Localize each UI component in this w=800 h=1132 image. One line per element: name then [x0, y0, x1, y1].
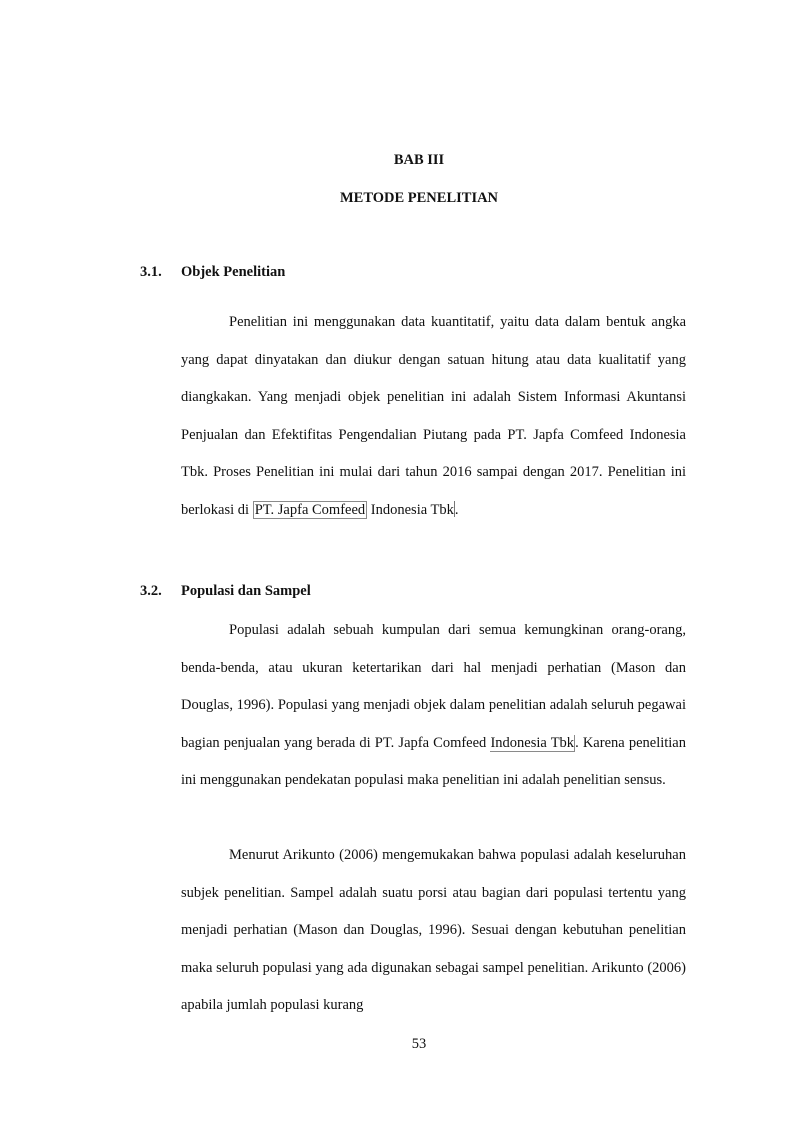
- chapter-title: BAB III: [393, 152, 445, 168]
- paragraph-text: Penelitian ini menggunakan data kuantita…: [181, 314, 686, 518]
- highlighted-text: PT. Japfa Comfeed: [252, 500, 368, 519]
- paragraph-text: .: [454, 501, 459, 518]
- paragraph-text: . Karena penelitian ini menggunakan pend…: [181, 734, 686, 789]
- chapter-subtitle: METODE PENELITIAN: [339, 190, 499, 206]
- highlighted-text: Indonesia Tbk: [490, 734, 576, 752]
- paragraph: Menurut Arikunto (2006) mengemukakan bah…: [181, 847, 686, 1013]
- section-title: Populasi dan Sampel: [181, 583, 311, 599]
- section-number: 3.2.: [140, 583, 162, 599]
- page-number: 53: [411, 1036, 427, 1052]
- paragraph: Populasi adalah sebuah kumpulan dari sem…: [181, 612, 686, 800]
- text-cursor: [453, 500, 455, 517]
- highlighted-text: Indonesia Tbk: [370, 501, 454, 518]
- section-number: 3.1.: [140, 264, 162, 280]
- paragraph: Penelitian ini menggunakan data kuantita…: [181, 304, 686, 529]
- paragraph-text: Populasi adalah sebuah kumpulan dari sem…: [181, 622, 686, 751]
- section-title: Objek Penelitian: [181, 264, 286, 280]
